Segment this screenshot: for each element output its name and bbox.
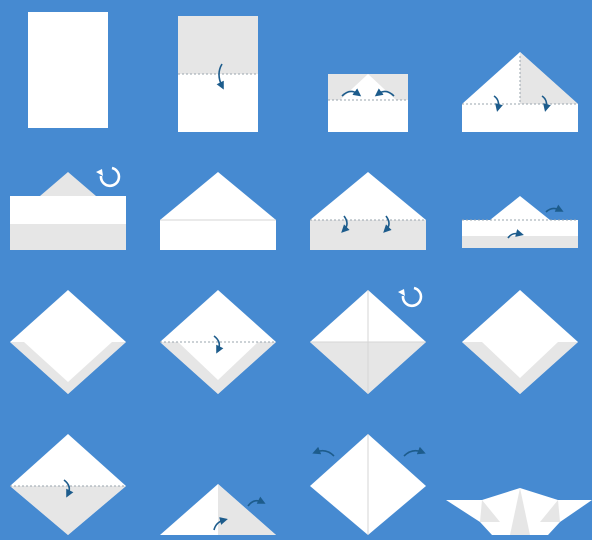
step-8-fold-back-band (462, 196, 578, 248)
step-2-fold-top-down (178, 16, 258, 132)
step-15-pull-sides-out (310, 434, 426, 535)
step-1-blank-sheet (28, 12, 108, 128)
step-5-turn-over (10, 168, 126, 250)
step-6-hat-shape (160, 172, 276, 250)
step-12-fold-other-side (462, 290, 578, 394)
step-7-fold-band-up (310, 172, 426, 250)
step-4-triangle-with-band (462, 52, 578, 132)
step-11-turn-over-square (310, 288, 426, 394)
step-3-fold-corners-in (328, 74, 408, 132)
step-16-finished-boat (446, 488, 592, 535)
fold-arrow-icon (546, 208, 560, 212)
fold-arrow-icon (248, 501, 262, 506)
rotate-arrow-icon (403, 288, 421, 306)
step-14-small-triangle (160, 484, 276, 535)
fold-arrow-icon (404, 451, 422, 456)
step-13-open-diamond (10, 434, 126, 535)
fold-arrow-icon (316, 451, 334, 456)
step-10-fold-bottom-up (160, 290, 276, 394)
rotate-arrow-icon (101, 168, 119, 186)
step-9-open-into-square (10, 290, 126, 394)
